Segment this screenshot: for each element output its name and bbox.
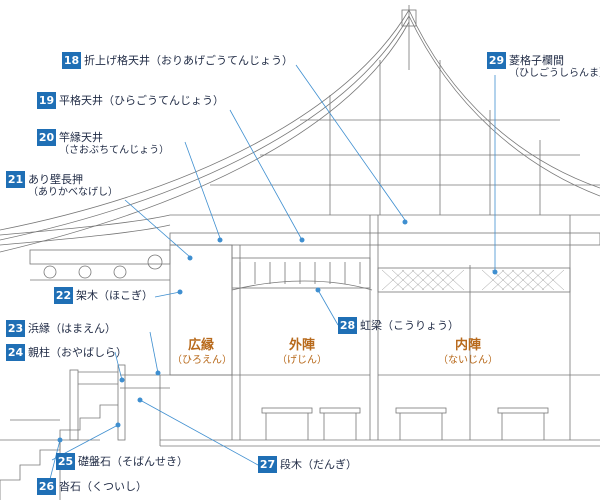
leader-dots [57,219,498,443]
callout-23: 23 浜縁（はまえん） [6,320,116,337]
callout-text: 段木（だんぎ） [280,458,357,471]
callout-text: 虹梁（こうりょう） [360,319,459,332]
callout-number: 19 [37,92,56,109]
callout-text: 菱格子欄間 [509,54,564,67]
callout-reading: （ひしごうしらんま） [509,68,600,79]
callout-number: 18 [62,52,81,69]
callout-number: 20 [37,129,56,146]
callout-21: 21 あり壁長押（ありかべなげし） [6,171,118,199]
benches [261,407,549,440]
callout-number: 22 [54,287,73,304]
area-reading: （げじん） [277,355,327,366]
area-reading: （ないじん） [438,355,498,366]
leader-lines [47,64,496,488]
roof [0,5,600,253]
callout-28: 28 虹梁（こうりょう） [338,317,459,334]
callout-number: 27 [258,456,277,473]
callout-19: 19 平格天井（ひらごうてんじょう） [37,92,224,109]
callout-text: あり壁長押 [28,173,83,186]
area-name: 内陣 [454,338,481,353]
callout-text: 礎盤石（そばんせき） [78,455,188,468]
callout-20: 20 竿縁天井（さおぶちてんじょう） [37,129,169,157]
callout-reading: （ありかべなげし） [28,187,118,198]
main-structure [160,214,600,447]
veranda-steps [0,364,170,500]
callout-number: 24 [6,344,25,361]
area-name: 外陣 [288,338,315,353]
callout-25: 25 礎盤石（そばんせき） [56,453,188,470]
callout-text: 架木（ほこぎ） [76,289,153,302]
eave-brackets [29,249,171,281]
diamond-lattice [381,269,565,291]
area-gejin: 外陣 （げじん） [262,338,342,368]
area-name: 広縁 [187,338,214,353]
callout-text: 竿縁天井 [59,131,103,144]
callout-number: 26 [37,478,56,495]
callout-24: 24 親柱（おやばしら） [6,344,127,361]
callout-number: 28 [338,317,357,334]
callout-number: 29 [487,52,506,69]
callout-reading: （さおぶちてんじょう） [59,145,170,156]
area-naijin: 内陣 （ないじん） [428,338,508,368]
callout-text: 平格天井（ひらごうてんじょう） [59,94,224,107]
callout-text: 親柱（おやばしら） [28,346,127,359]
callout-number: 21 [6,171,25,188]
area-hiroen: 広縁 （ひろえん） [172,338,232,368]
callout-text: 浜縁（はまえん） [28,322,116,335]
area-reading: （ひろえん） [172,355,232,366]
callout-26: 26 沓石（くついし） [37,478,147,495]
callout-text: 折上げ格天井（おりあげごうてんじょう） [84,54,293,67]
callout-22: 22 架木（ほこぎ） [54,287,153,304]
callout-18: 18 折上げ格天井（おりあげごうてんじょう） [62,52,293,69]
callout-number: 25 [56,453,75,470]
callout-29: 29 菱格子欄間（ひしごうしらんま） [487,52,600,80]
callout-27: 27 段木（だんぎ） [258,456,357,473]
callout-number: 23 [6,320,25,337]
callout-text: 沓石（くついし） [59,480,147,493]
